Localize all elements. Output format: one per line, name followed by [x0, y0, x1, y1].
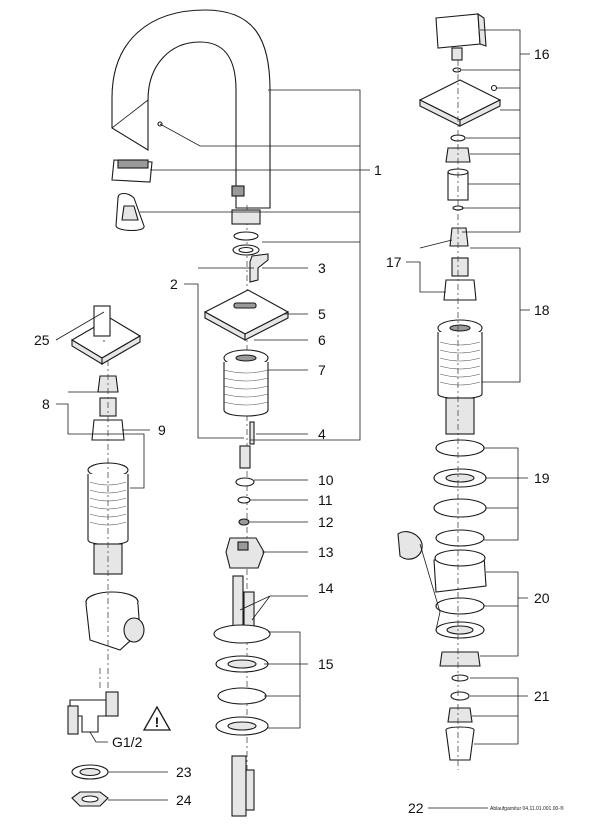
escutcheon-plate	[203, 289, 290, 341]
callout-18: 18	[534, 302, 550, 318]
lever-part	[249, 253, 269, 283]
left-valve-assembly	[70, 305, 145, 690]
callout-20: 20	[534, 590, 550, 606]
callout-16: 16	[534, 46, 550, 62]
callout-9: 9	[158, 422, 166, 438]
leader-lines	[55, 29, 530, 809]
callout-14: 14	[318, 580, 334, 596]
callout-6: 6	[318, 332, 326, 348]
pin-part	[249, 421, 255, 445]
callout-7: 7	[318, 362, 326, 378]
warning-triangle-icon	[142, 705, 172, 731]
callout-25: 25	[34, 332, 50, 348]
drain-set-note: Ablaufgarnitur 04.11.01.001.00-®	[490, 805, 564, 812]
washer-and-nut	[71, 764, 109, 807]
callout-12: 12	[318, 514, 334, 530]
aerator-parts	[111, 159, 153, 232]
callout-21: 21	[534, 688, 550, 704]
callout-24: 24	[176, 792, 192, 808]
callout-2: 2	[170, 276, 178, 292]
callout-3: 3	[318, 260, 326, 276]
callout-22: 22	[408, 800, 424, 816]
callout-17: 17	[386, 254, 402, 270]
callout-23: 23	[176, 764, 192, 780]
callout-8: 8	[42, 396, 50, 412]
callout-15: 15	[318, 656, 334, 672]
callout-labels: 1 2 3 4 5 6 7 8 9 10 11 12 13 14 15 16 1…	[34, 46, 564, 816]
lower-stack-parts	[213, 445, 271, 817]
callout-10: 10	[318, 472, 334, 488]
callout-4: 4	[318, 426, 326, 442]
angle-adapter	[67, 668, 119, 735]
callout-5: 5	[318, 306, 326, 322]
callout-19: 19	[534, 470, 550, 486]
thread-size-label: G1/2	[112, 734, 143, 750]
callout-13: 13	[318, 544, 334, 560]
callout-11: 11	[318, 492, 333, 508]
spout-stack-parts	[231, 209, 261, 256]
right-valve-assembly	[397, 12, 502, 770]
warning-mark: !	[155, 714, 160, 730]
threaded-sleeve	[223, 349, 269, 417]
callout-1: 1	[374, 162, 382, 178]
